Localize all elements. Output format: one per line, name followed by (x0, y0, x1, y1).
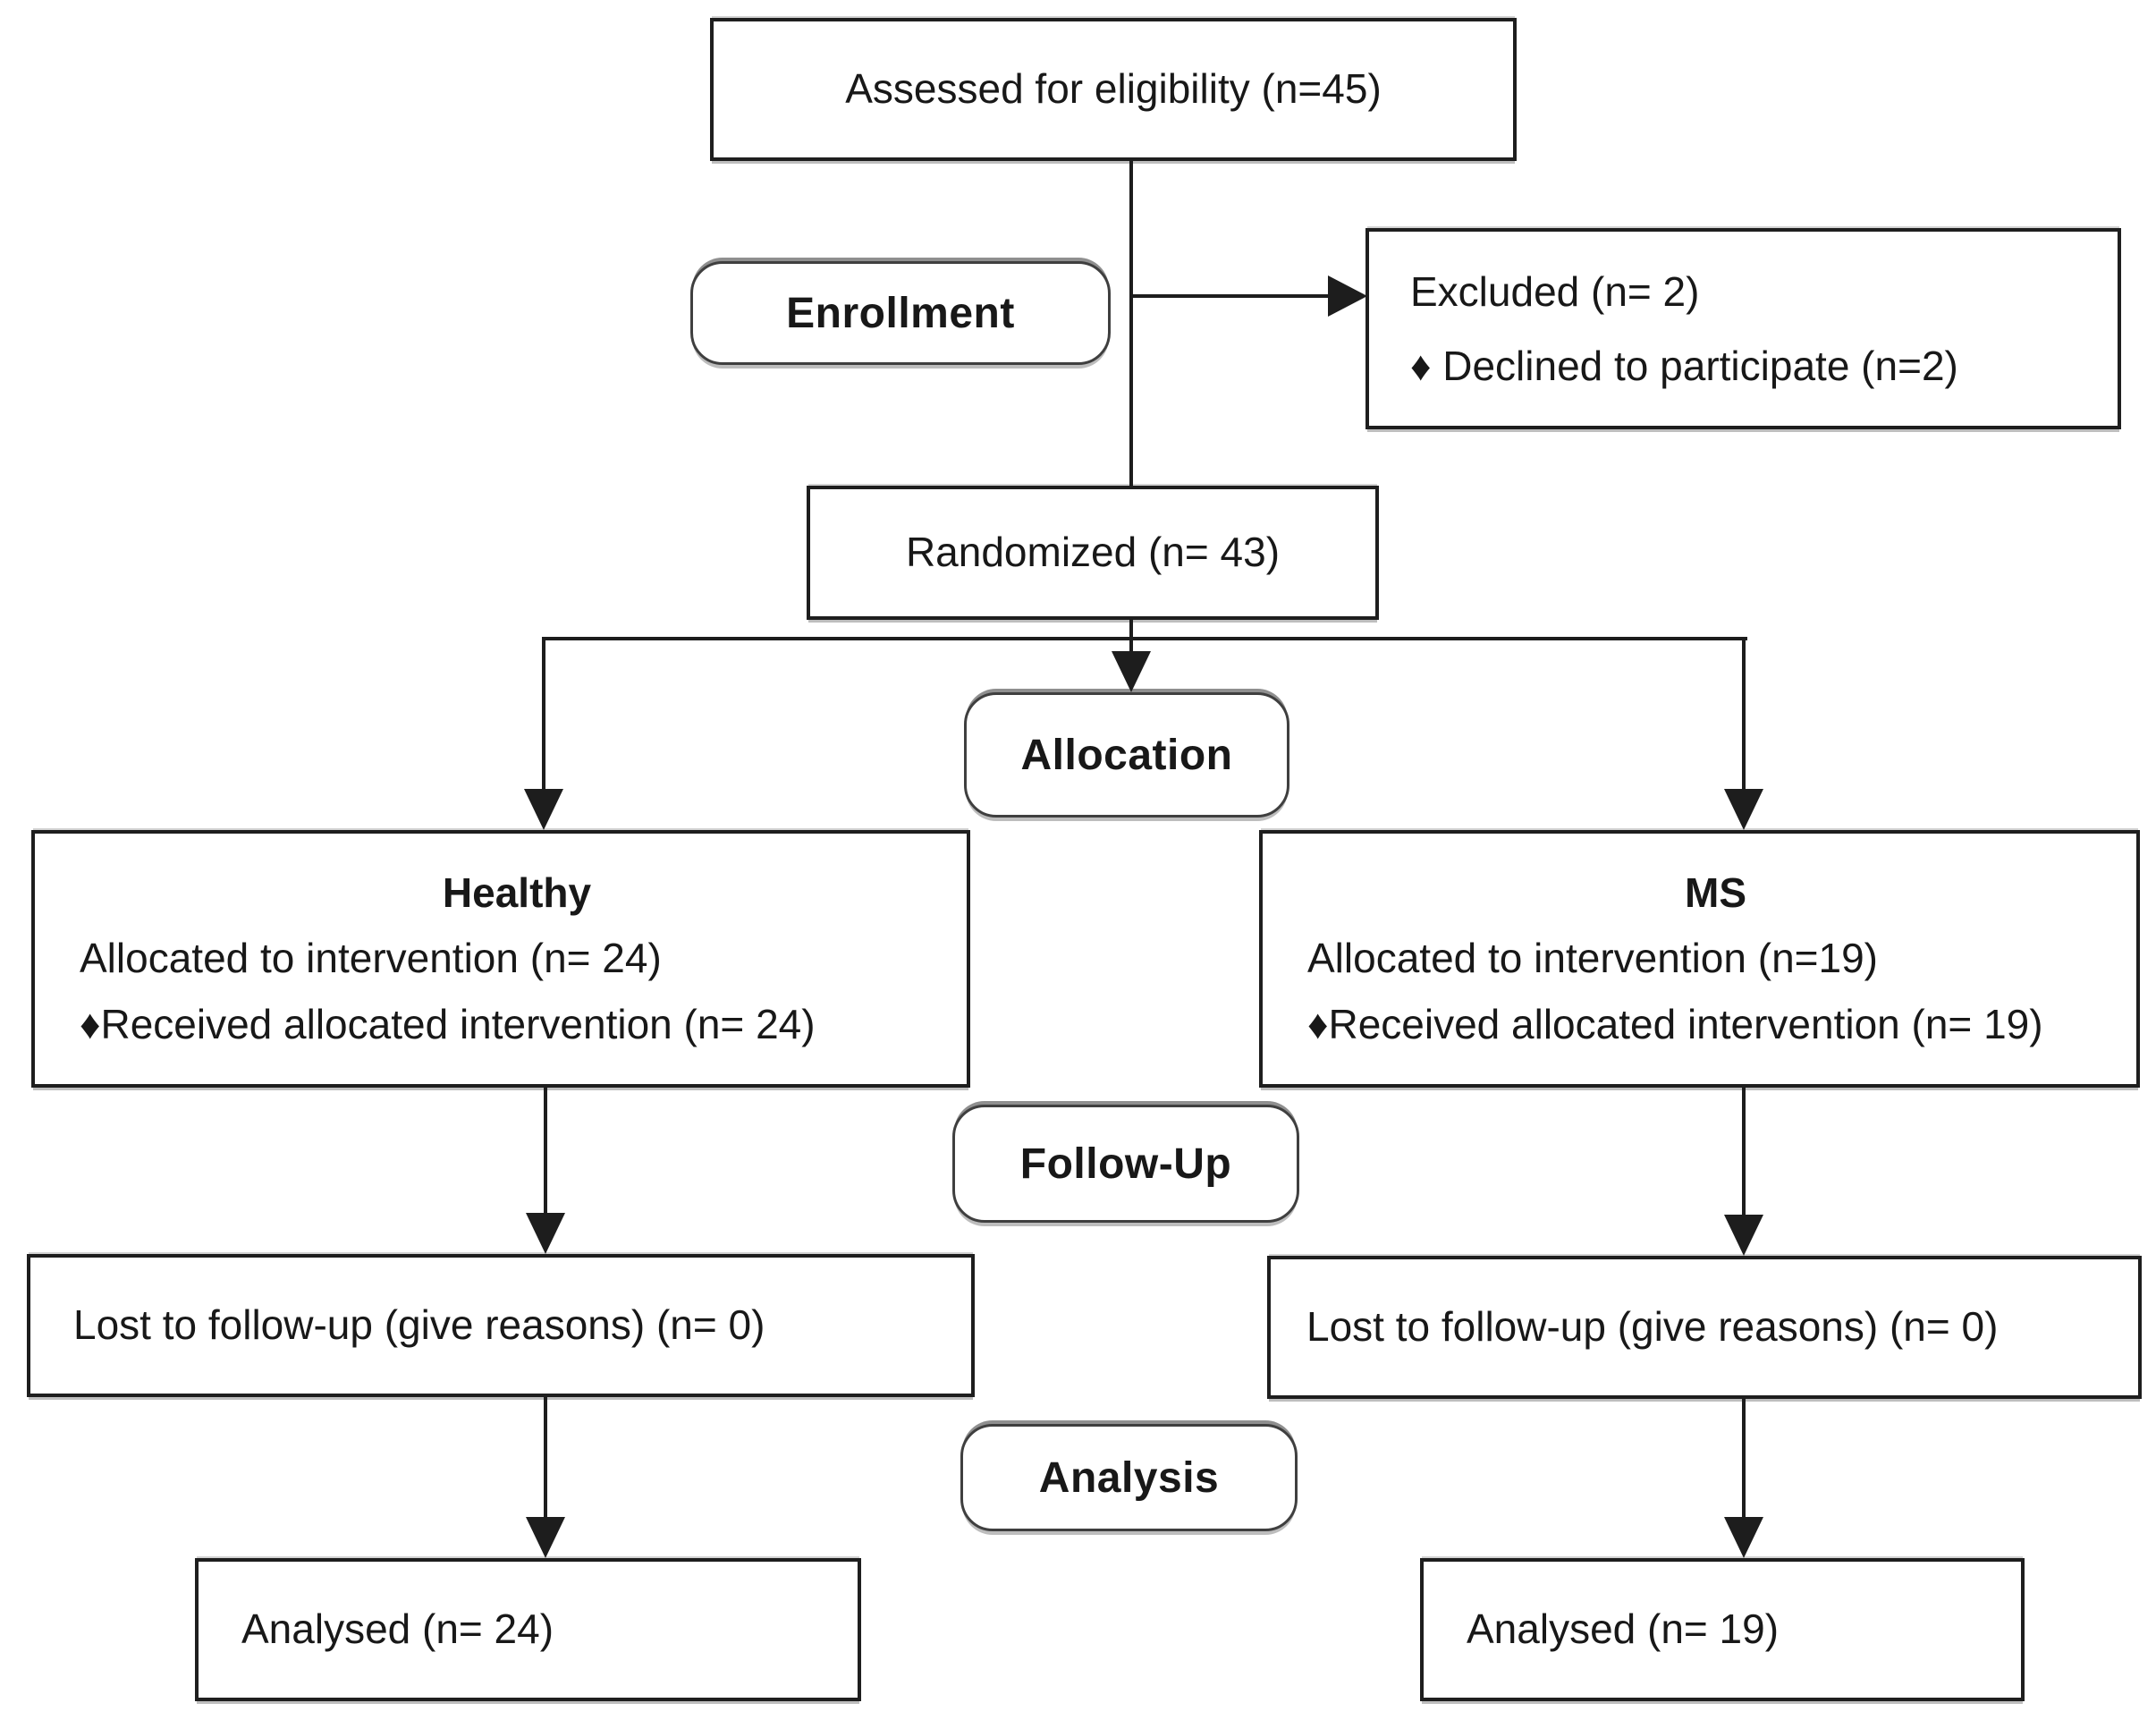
followup-stage-label: Follow-Up (952, 1105, 1299, 1223)
connector-split-line (544, 637, 1747, 640)
arrowhead-lost-left-icon (526, 1213, 565, 1254)
excluded-count-text: Excluded (n= 2) (1410, 267, 1700, 315)
analysed-healthy-text: Analysed (n= 24) (241, 1606, 554, 1653)
enrollment-stage-label: Enrollment (690, 261, 1111, 365)
lost-to-followup-healthy-box: Lost to follow-up (give reasons) (n= 0) (27, 1254, 975, 1397)
randomized-box: Randomized (n= 43) (807, 486, 1379, 620)
analysis-stage-label: Analysis (960, 1424, 1298, 1531)
followup-stage-text: Follow-Up (1019, 1140, 1232, 1188)
healthy-allocated-text: Allocated to intervention (n= 24) (80, 935, 662, 982)
ms-received-text: ♦Received allocated intervention (n= 19) (1307, 1000, 2043, 1047)
connector-lost-to-analysed-right (1742, 1399, 1746, 1517)
connector-split-to-ms (1742, 637, 1746, 791)
analysis-stage-text: Analysis (1038, 1453, 1220, 1502)
arrowhead-analysed-left-icon (526, 1517, 565, 1558)
healthy-group-title: Healthy (442, 868, 592, 916)
connector-randomized-stub (1129, 620, 1133, 639)
healthy-received-text: ♦Received allocated intervention (n= 24) (80, 1000, 816, 1047)
arrowhead-lost-right-icon (1724, 1215, 1763, 1256)
arrowhead-ms-icon (1724, 789, 1763, 830)
lost-to-followup-ms-text: Lost to follow-up (give reasons) (n= 0) (1306, 1303, 1999, 1351)
connector-healthy-to-lost (544, 1088, 547, 1215)
excluded-box: Excluded (n= 2) ♦ Declined to participat… (1365, 228, 2121, 429)
arrowhead-analysed-right-icon (1724, 1517, 1763, 1558)
lost-to-followup-healthy-text: Lost to follow-up (give reasons) (n= 0) (73, 1301, 765, 1349)
arrowhead-allocation-icon (1112, 651, 1151, 692)
analysed-ms-box: Analysed (n= 19) (1420, 1558, 2025, 1701)
assessed-for-eligibility-box: Assessed for eligibility (n=45) (710, 18, 1517, 161)
ms-allocation-box: MS Allocated to intervention (n=19) ♦Rec… (1259, 830, 2140, 1088)
connector-assessed-to-randomized (1129, 161, 1133, 486)
connector-ms-to-lost (1742, 1088, 1746, 1215)
excluded-reason-text: ♦ Declined to participate (n=2) (1410, 342, 1958, 389)
arrowhead-excluded-icon (1328, 275, 1367, 317)
allocation-stage-text: Allocation (1020, 731, 1233, 779)
randomized-text: Randomized (n= 43) (905, 529, 1281, 576)
arrowhead-healthy-icon (524, 789, 563, 830)
analysed-healthy-box: Analysed (n= 24) (195, 1558, 861, 1701)
connector-lost-to-analysed-left (544, 1397, 547, 1517)
healthy-allocation-box: Healthy Allocated to intervention (n= 24… (31, 830, 970, 1088)
connector-to-excluded (1131, 294, 1330, 298)
allocation-stage-label: Allocation (964, 692, 1289, 818)
ms-group-title: MS (1685, 868, 1746, 916)
lost-to-followup-ms-box: Lost to follow-up (give reasons) (n= 0) (1267, 1256, 2142, 1399)
ms-allocated-text: Allocated to intervention (n=19) (1307, 935, 1879, 982)
connector-split-to-healthy (542, 637, 545, 791)
enrollment-stage-text: Enrollment (786, 289, 1015, 337)
analysed-ms-text: Analysed (n= 19) (1467, 1606, 1780, 1653)
connector-to-allocation (1129, 637, 1133, 653)
assessed-for-eligibility-text: Assessed for eligibility (n=45) (845, 65, 1382, 113)
